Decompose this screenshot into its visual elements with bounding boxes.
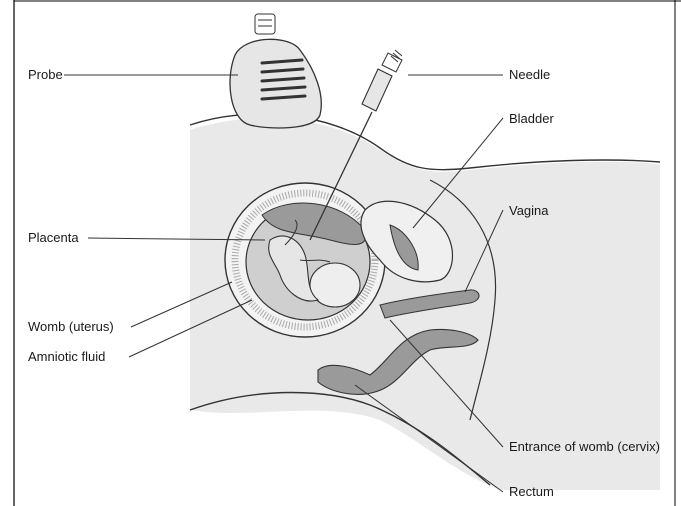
label-bladder: Bladder xyxy=(509,111,554,126)
label-vagina: Vagina xyxy=(509,203,549,218)
needle-hub xyxy=(382,53,402,72)
label-womb: Womb (uterus) xyxy=(28,319,114,334)
probe-body xyxy=(230,39,321,128)
label-placenta: Placenta xyxy=(28,230,79,245)
label-rectum: Rectum xyxy=(509,484,554,499)
needle-syringe xyxy=(362,69,392,111)
label-amniotic-fluid: Amniotic fluid xyxy=(28,349,105,364)
label-probe: Probe xyxy=(28,67,63,82)
label-needle: Needle xyxy=(509,67,550,82)
probe-cable xyxy=(255,14,275,34)
label-cervix: Entrance of womb (cervix) xyxy=(509,439,660,454)
